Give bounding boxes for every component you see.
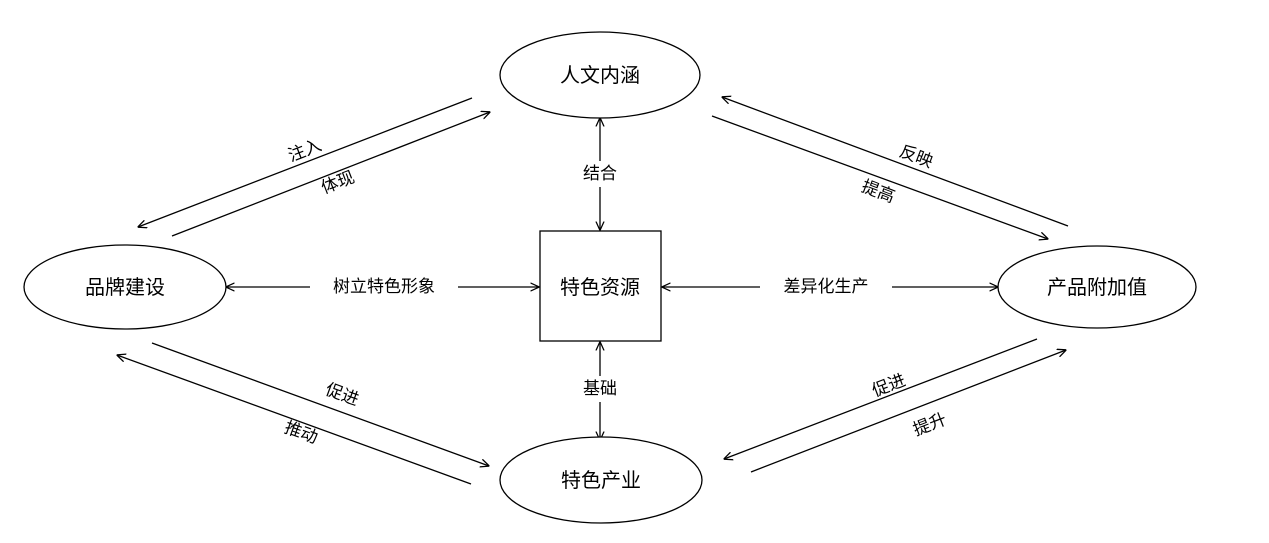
node-center-label: 特色资源 (560, 275, 640, 299)
edge-label-center-left: 树立特色形象 (333, 277, 435, 297)
node-right-label: 产品附加值 (1047, 275, 1147, 299)
node-top-label: 人文内涵 (560, 63, 640, 87)
edge-left-to-top (171, 112, 490, 237)
edge-label-bottom-left-upper: 促进 (323, 380, 362, 410)
edge-label-top-left-upper: 注入 (286, 136, 325, 167)
node-left: 品牌建设 (23, 244, 227, 330)
node-left-label: 品牌建设 (85, 275, 165, 299)
edge-right-to-bottom (724, 338, 1038, 459)
edge-label-top-left-lower: 体现 (319, 168, 358, 199)
node-top: 人文内涵 (499, 31, 701, 119)
edge-left-to-bottom (151, 342, 489, 466)
edge-label-center-bottom: 基础 (583, 379, 617, 399)
node-center: 特色资源 (539, 230, 662, 342)
edge-label-bottom-right-upper: 促进 (870, 371, 909, 402)
node-bottom: 特色产业 (499, 436, 703, 524)
edge-label-top-right-upper: 反映 (897, 142, 936, 173)
edge-bottom-to-right (750, 350, 1066, 473)
edge-right-to-top (722, 97, 1069, 227)
edge-label-center-top: 结合 (583, 164, 617, 184)
node-bottom-label: 特色产业 (561, 468, 641, 492)
edge-top-to-left (138, 97, 473, 227)
edge-top-to-right (711, 115, 1048, 239)
node-right: 产品附加值 (997, 245, 1197, 329)
edge-bottom-to-left (117, 355, 472, 485)
edge-label-bottom-left-lower: 推动 (282, 418, 321, 448)
edge-label-bottom-right-lower: 提升 (911, 410, 950, 441)
edge-label-center-right: 差异化生产 (784, 277, 869, 297)
